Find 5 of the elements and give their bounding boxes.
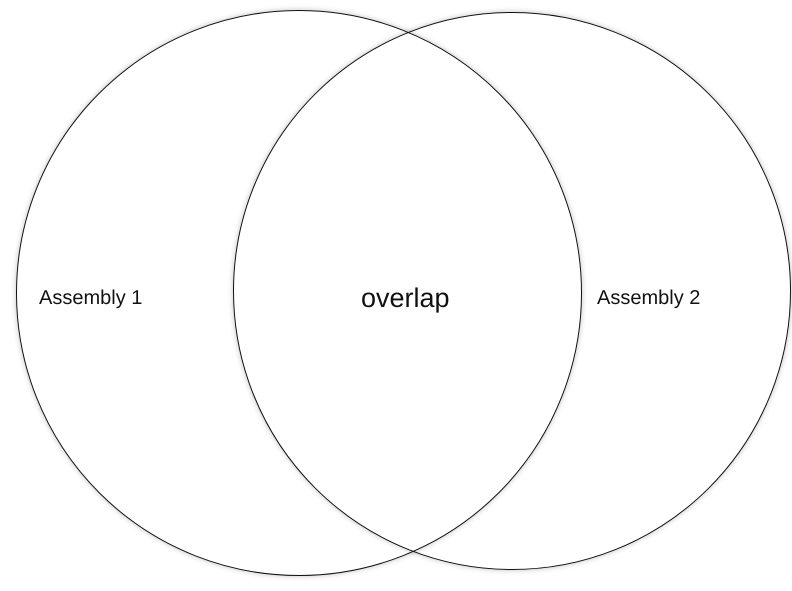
- venn-circle: [16, 10, 582, 576]
- overlap-label: overlap: [361, 283, 450, 314]
- set-label: Assembly 2: [597, 287, 700, 310]
- set-label: Assembly 1: [39, 287, 142, 310]
- venn-circle: [233, 12, 791, 570]
